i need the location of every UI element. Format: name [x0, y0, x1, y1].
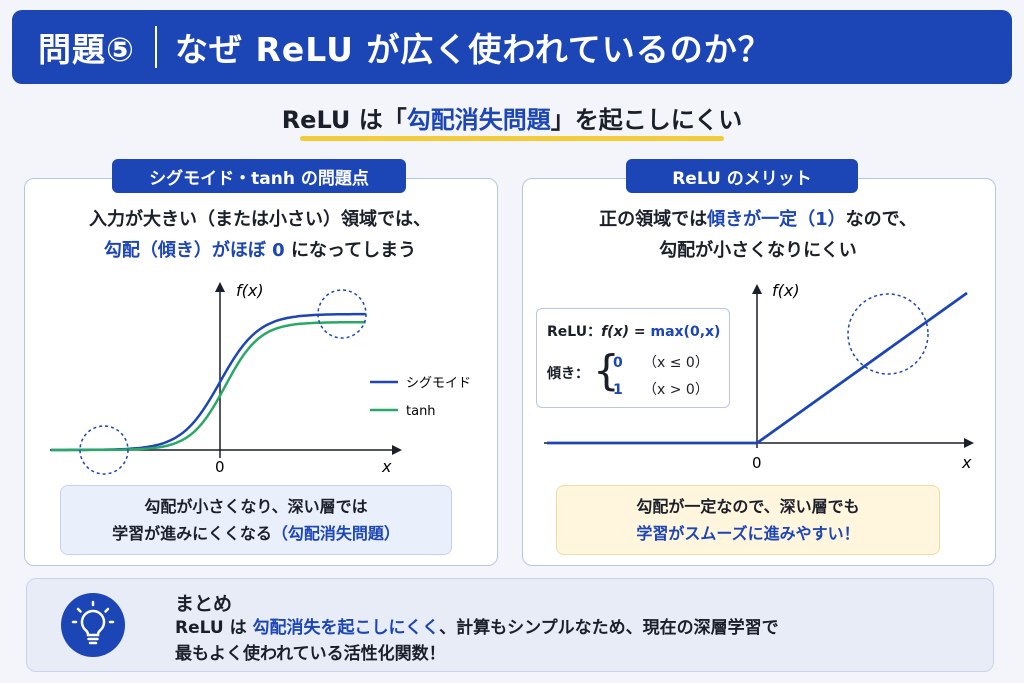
sigmoid-note-highlight: （勾配消失問題）	[271, 524, 400, 543]
x-tick-zero: 0	[752, 454, 762, 472]
sigmoid-note-line1: 勾配が小さくなり、深い層では	[144, 497, 368, 516]
subtitle: ReLU は「勾配消失問題」を起こしにくい	[0, 100, 1024, 135]
relu-desc-b: なので、	[845, 209, 917, 230]
sigmoid-note: 勾配が小さくなり、深い層では 学習が進みにくくなる（勾配消失問題）	[60, 485, 452, 555]
case2-condition: （x > 0）	[643, 382, 709, 398]
case2-value: 1	[613, 382, 623, 398]
sigmoid-desc-line2: 勾配（傾き）がほぼ 0 になってしまう	[24, 235, 496, 266]
relu-formula-box: ReLU：f(x) = max(0,x) 傾き： { 0 （x ≤ 0） 1 （x …	[536, 308, 730, 408]
x-tick-zero: 0	[215, 458, 225, 476]
cases-brace: {	[593, 346, 620, 395]
formula-max: max(0,x)	[650, 324, 721, 340]
problem-number: 問題⑤	[38, 30, 135, 69]
subtitle-before: ReLU は「	[281, 106, 407, 134]
subtitle-after: 」を起こしにくい	[550, 106, 743, 134]
page-title: なぜ ReLU が広く使われているのか？	[174, 30, 772, 69]
relu-desc-line2: 勾配が小さくなりにくい	[659, 240, 857, 261]
relu-note-line2: 学習がスムーズに進みやすい！	[636, 524, 860, 543]
sigmoid-panel-tag: シグモイド・tanh の問題点	[112, 159, 406, 193]
x-axis-label: x	[961, 453, 972, 472]
sigmoid-desc-line1: 入力が大きい（または小さい）領域では、	[89, 209, 431, 230]
legend-sigmoid-label: シグモイド	[406, 376, 471, 391]
y-axis-label: f(x)	[772, 281, 800, 300]
relu-desc-a: 正の領域では	[599, 209, 708, 230]
formula-prefix: ReLU：	[547, 324, 602, 340]
x-axis-label: x	[381, 457, 392, 476]
y-axis-arrow	[752, 284, 762, 294]
summary-line1-b: 、計算もシンプルなため、現在の深層学習で	[439, 618, 779, 638]
y-axis-label: f(x)	[236, 281, 264, 300]
case-row-negative: 0 （x ≤ 0）	[613, 352, 709, 372]
sigmoid-note-line2: 学習が進みにくくなる（勾配消失問題）	[61, 520, 451, 547]
summary-title: まとめ	[175, 593, 233, 615]
saturation-circle-right	[317, 289, 367, 339]
case1-value: 0	[613, 355, 623, 371]
sigmoid-desc-rest: になってしまう	[284, 240, 417, 261]
y-axis-arrow	[215, 282, 225, 292]
relu-panel-tag: ReLU のメリット	[626, 159, 858, 193]
case-row-positive: 1 （x > 0）	[613, 379, 709, 399]
relu-note-line1: 勾配が一定なので、深い層でも	[636, 497, 860, 516]
sigmoid-description: 入力が大きい（または小さい）領域では、 勾配（傾き）がほぼ 0 になってしまう	[24, 204, 496, 266]
case1-condition: （x ≤ 0）	[643, 355, 709, 371]
constant-slope-circle	[847, 293, 929, 375]
sigmoid-tanh-chart: f(x) x 0 シグモイド tanh	[50, 281, 471, 476]
sigmoid-note-line2-text: 学習が進みにくくなる	[112, 524, 272, 543]
summary-line1: ReLU は 勾配消失を起こしにくく、計算もシンプルなため、現在の深層学習で	[175, 615, 975, 641]
relu-formula: ReLU：f(x) = max(0,x)	[547, 321, 720, 341]
relu-chart: f(x) x 0	[544, 281, 974, 472]
summary-line1-a: ReLU は	[175, 618, 247, 638]
formula-f: f(x) =	[601, 324, 651, 340]
summary-box: まとめ ReLU は 勾配消失を起こしにくく、計算もシンプルなため、現在の深層学…	[26, 578, 994, 672]
title-divider	[154, 26, 157, 68]
summary-line2: 最もよく使われている活性化関数！	[175, 644, 446, 664]
slope-label: 傾き：	[547, 366, 589, 382]
saturation-circle-left	[79, 425, 129, 475]
subtitle-highlight: 勾配消失問題	[406, 106, 551, 134]
title-bar: 問題⑤ なぜ ReLU が広く使われているのか？	[12, 10, 1012, 84]
relu-line	[547, 291, 968, 445]
summary-highlight: 勾配消失を起こしにくく	[252, 618, 440, 638]
sigmoid-curve	[51, 312, 366, 452]
legend-tanh-label: tanh	[406, 404, 436, 419]
relu-description: 正の領域では傾きが一定（1）なので、 勾配が小さくなりにくい	[522, 204, 994, 266]
x-axis-arrow	[964, 438, 974, 448]
subtitle-underline	[300, 136, 724, 141]
summary-text: ReLU は 勾配消失を起こしにくく、計算もシンプルなため、現在の深層学習で 最…	[175, 615, 975, 667]
relu-note: 勾配が一定なので、深い層でも 学習がスムーズに進みやすい！	[556, 485, 940, 555]
relu-desc-highlight: 傾きが一定（1）	[707, 209, 846, 230]
sigmoid-desc-highlight: 勾配（傾き）がほぼ 0	[103, 240, 285, 261]
tanh-curve	[51, 320, 366, 452]
relu-desc-line1: 正の領域では傾きが一定（1）なので、	[522, 204, 994, 235]
lightbulb-icon	[61, 593, 125, 657]
x-axis-arrow	[392, 445, 402, 455]
